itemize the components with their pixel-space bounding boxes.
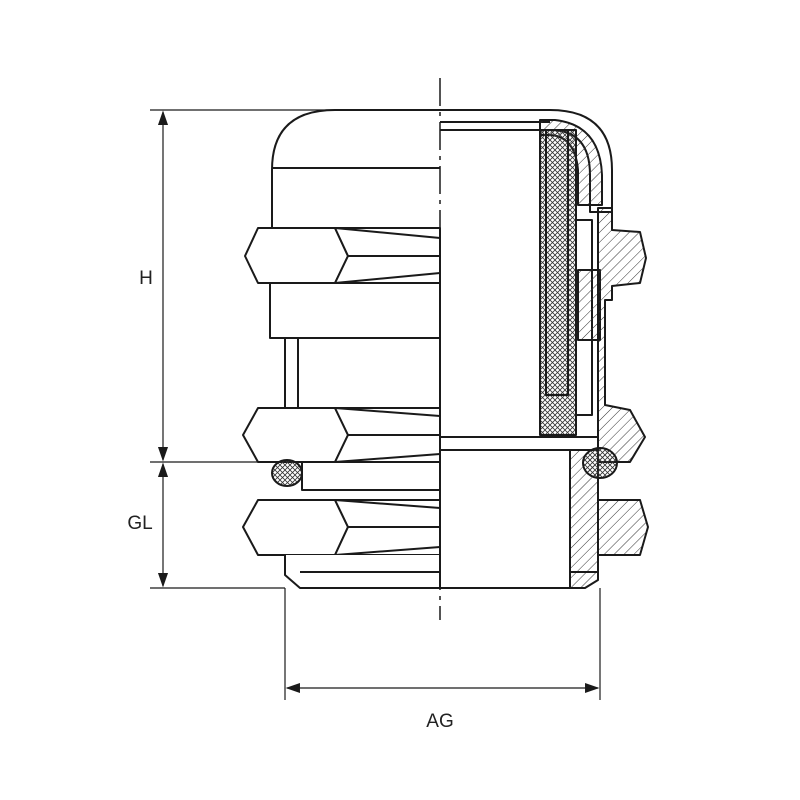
section-view: [439, 109, 649, 589]
label-height: H: [139, 268, 153, 289]
dimension-lines: [150, 109, 601, 700]
label-thread-length: GL: [127, 513, 152, 534]
label-thread-diameter: AG: [426, 711, 453, 732]
exterior-view: [242, 109, 441, 589]
